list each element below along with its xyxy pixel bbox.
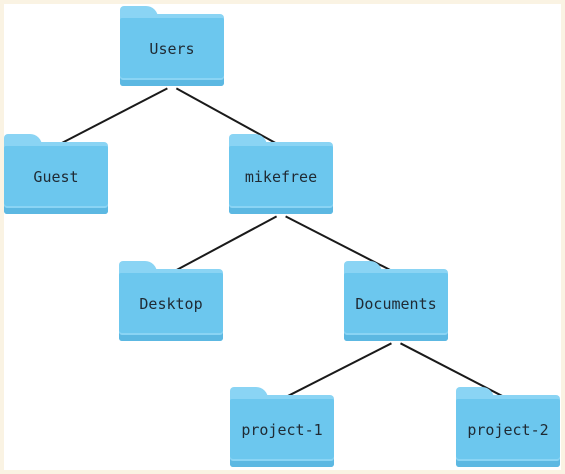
edge-documents-project1 (286, 342, 392, 398)
folder-project-2: project-2 (456, 387, 560, 467)
folder-tree-diagram: Users Guest mikefree Desktop Documents (4, 4, 561, 470)
edge-users-guest (60, 87, 168, 145)
folder-documents: Documents (344, 261, 448, 341)
folder-label-mikefree: mikefree (244, 168, 318, 186)
folder-mikefree: mikefree (229, 134, 333, 214)
folder-desktop: Desktop (119, 261, 223, 341)
folder-label-users: Users (149, 40, 195, 58)
tree-edges (60, 87, 504, 398)
folder-label-project-2: project-2 (467, 421, 549, 439)
folder-project-1: project-1 (230, 387, 334, 467)
folder-guest: Guest (4, 134, 108, 214)
folder-users: Users (120, 6, 224, 86)
folder-label-documents: Documents (355, 295, 437, 313)
folder-label-desktop: Desktop (139, 295, 203, 313)
edge-mikefree-desktop (174, 215, 278, 272)
folder-label-guest: Guest (33, 168, 79, 186)
folder-label-project-1: project-1 (241, 421, 323, 439)
